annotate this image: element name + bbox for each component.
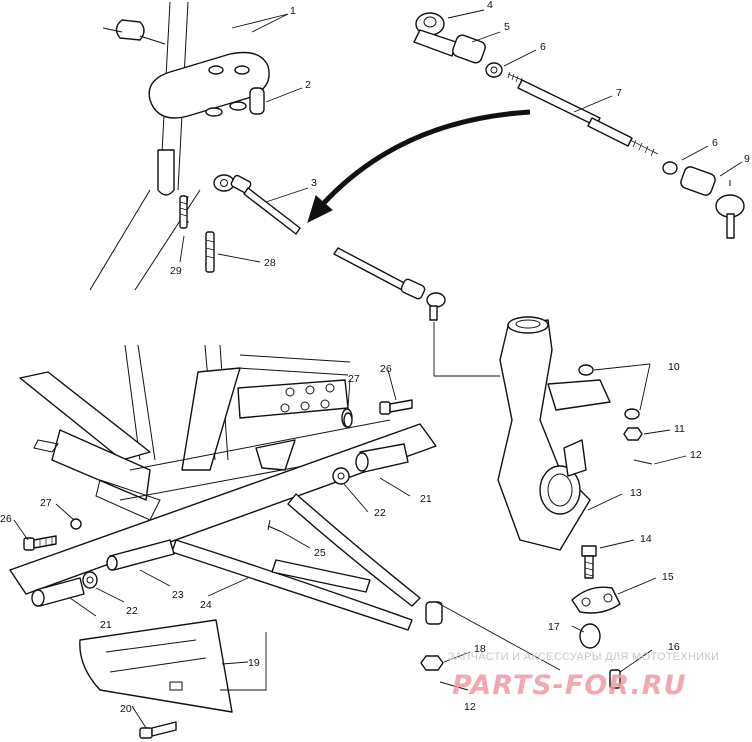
direction-arrow: [307, 109, 531, 223]
callout-3: 3: [311, 177, 317, 189]
callout-6a: 6: [540, 41, 546, 53]
callout-23: 23: [172, 589, 184, 601]
ball-joint-assembly: [420, 545, 621, 691]
callout-1: 1: [290, 5, 296, 17]
callout-27a: 27: [348, 373, 360, 385]
callout-6b: 6: [712, 137, 718, 149]
callout-11: 11: [674, 423, 685, 435]
callout-27b: 27: [40, 497, 52, 509]
callout-26b: 26: [380, 363, 392, 375]
callout-29: 29: [170, 265, 182, 277]
callout-7: 7: [616, 87, 622, 99]
lower-a-arm: [9, 408, 443, 631]
chassis-frame: [19, 344, 391, 521]
callout-12b: 12: [464, 701, 476, 713]
steering-post: [89, 1, 270, 291]
watermark: ЗАПЧАСТИ И АКСЕССУАРЫ ДЛЯ МОТОТЕХНИКИ PA…: [448, 651, 719, 701]
steering-knuckle: [497, 316, 653, 551]
skid-plate: [79, 619, 233, 739]
hardware-bolts: [23, 399, 413, 551]
callout-22b: 22: [126, 605, 138, 617]
callout-9: 9: [744, 153, 750, 165]
callout-25: 25: [314, 547, 326, 559]
callout-26a: 26: [0, 513, 12, 525]
callout-16: 16: [668, 641, 680, 653]
outer-tie-rod: [413, 12, 745, 239]
reference-lines: [220, 322, 561, 691]
callout-22a: 22: [374, 507, 386, 519]
callout-4: 4: [487, 0, 493, 11]
watermark-logo: PARTS-FOR.RU: [452, 670, 687, 701]
callout-5: 5: [504, 21, 510, 33]
callout-28: 28: [264, 257, 276, 269]
callout-21a: 21: [420, 493, 432, 505]
callout-2: 2: [305, 79, 311, 91]
callout-leaders: [13, 9, 743, 729]
callout-18: 18: [474, 643, 486, 655]
callout-14: 14: [640, 533, 652, 545]
callout-20: 20: [120, 703, 132, 715]
callout-19: 19: [248, 657, 260, 669]
callout-labels: 1 2 3 4 5 6 7 6 9 10 11 12 13 14 15 16 1…: [0, 0, 750, 715]
callout-10: 10: [668, 361, 680, 373]
callout-17: 17: [548, 621, 560, 633]
tie-rod-assembly: [179, 174, 446, 321]
callout-24: 24: [200, 599, 212, 611]
callout-12a: 12: [690, 449, 702, 461]
callout-13: 13: [630, 487, 642, 499]
watermark-caption: ЗАПЧАСТИ И АКСЕССУАРЫ ДЛЯ МОТОТЕХНИКИ: [448, 651, 719, 663]
callout-21b: 21: [100, 619, 112, 631]
callout-15: 15: [662, 571, 674, 583]
